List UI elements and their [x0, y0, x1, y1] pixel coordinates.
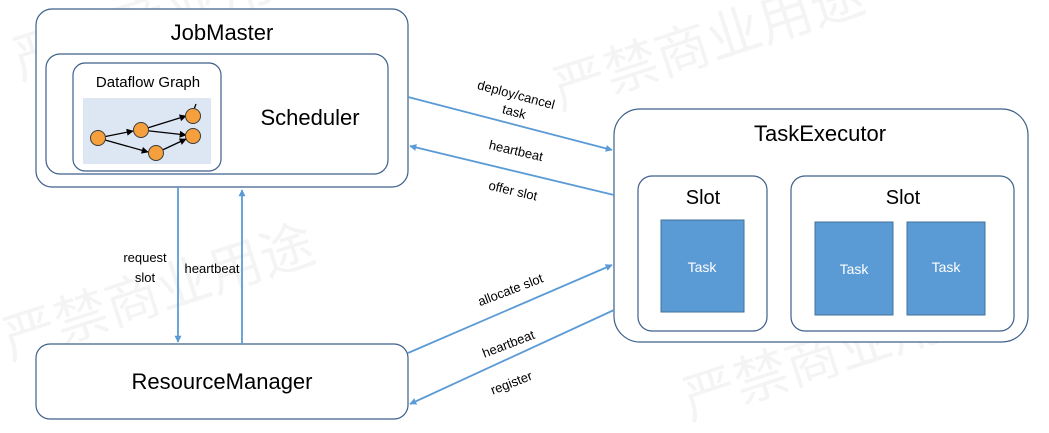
resource-manager: ResourceManager	[35, 343, 409, 420]
deploy-cancel-label-2: task	[501, 101, 528, 122]
register-label: register	[488, 368, 534, 398]
job-master: JobMaster Scheduler Dataflow Graph	[35, 8, 409, 188]
resource-manager-box	[35, 343, 409, 420]
scheduler-label: Scheduler	[260, 105, 359, 130]
heartbeat-rm-te-label: heartbeat	[480, 327, 537, 361]
heartbeat-rm-jm-label: heartbeat	[185, 261, 240, 276]
task-box-2	[814, 221, 894, 316]
deploy-cancel-arrow	[407, 96, 613, 152]
graph-node	[185, 128, 201, 144]
task-executor: TaskExecutor Slot Task Slot Task Task	[613, 108, 1029, 343]
graph-node	[133, 122, 149, 138]
slot-label-2: Slot	[886, 187, 921, 209]
task-label-3: Task	[932, 259, 962, 275]
resource-manager-title: ResourceManager	[132, 369, 313, 394]
offer-slot-label: offer slot	[487, 178, 539, 204]
watermark-text-2: 严禁商业用途	[545, 0, 873, 122]
allocate-slot-arrow	[407, 264, 613, 354]
task-label-2: Task	[840, 261, 870, 277]
task-label-1: Task	[688, 259, 718, 275]
heartbeat-offer-arrow	[409, 144, 615, 196]
request-slot-label-2: slot	[135, 270, 156, 285]
heartbeat-jm-label: heartbeat	[488, 137, 545, 164]
slot-label-1: Slot	[686, 187, 721, 209]
graph-node	[148, 145, 164, 161]
graph-node	[90, 130, 106, 146]
arrows	[174, 96, 615, 405]
allocate-slot-label: allocate slot	[476, 270, 546, 309]
job-master-title: JobMaster	[171, 20, 274, 45]
graph-edge	[97, 137, 149, 154]
heartbeat-register-arrow	[409, 309, 615, 405]
task-box-1	[660, 219, 745, 313]
task-box-3	[906, 221, 986, 316]
dataflow-graph-label: Dataflow Graph	[96, 74, 200, 91]
graph-node	[185, 108, 201, 124]
task-executor-title: TaskExecutor	[754, 121, 886, 146]
request-slot-label-1: request	[123, 250, 167, 265]
